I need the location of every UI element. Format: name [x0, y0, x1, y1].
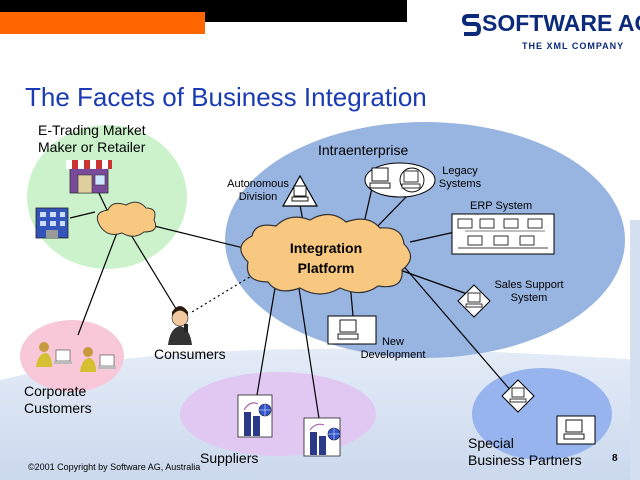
etrading-label-line1: E-Trading Market — [38, 122, 146, 138]
autonomous-label-line1: Autonomous — [227, 178, 289, 190]
logo-name: SOFTWARE AG — [482, 10, 640, 36]
legacy-systems-label: Legacy Systems — [432, 165, 488, 191]
suppliers-label: Suppliers — [200, 450, 259, 466]
copyright-text: ©2001 Copyright by Software AG, Australi… — [28, 462, 201, 472]
sales-support-label: Sales Support System — [486, 279, 572, 305]
integration-platform-line1: Integration — [289, 240, 363, 256]
integration-platform-line2: Platform — [297, 260, 355, 276]
partner-computer-icon-1 — [501, 379, 535, 413]
corporate-customers-region — [20, 320, 124, 392]
special-label-line2: Business Partners — [468, 452, 582, 468]
logo-tagline: THE XML COMPANY — [522, 41, 625, 51]
supplier-factory-icon-1 — [237, 394, 273, 438]
logo-s-icon — [462, 14, 482, 36]
new-development-icon — [327, 315, 377, 345]
corporate-label-line1: Corporate — [24, 383, 87, 399]
erp-system-label: ERP System — [470, 200, 533, 212]
integration-platform-cloud — [240, 213, 412, 295]
intraenterprise-region — [225, 122, 625, 358]
storefront-icon — [66, 160, 112, 194]
consumer-person-icon — [168, 306, 192, 345]
autonomous-division-icon — [281, 174, 319, 207]
trading-network-cloud — [96, 201, 157, 237]
partner-computer-icon-2 — [556, 415, 596, 445]
special-partners-label: Special Business Partners — [468, 435, 582, 469]
autonomous-label-line2: Division — [238, 191, 278, 203]
integration-platform-label: Integration Platform — [270, 238, 382, 278]
new-development-label: New Development — [350, 336, 436, 362]
software-ag-logo: SOFTWARE AG THE XML COMPANY — [462, 8, 640, 60]
legacy-label-line2: Systems — [438, 178, 482, 190]
sales-support-icon — [457, 284, 491, 318]
etrading-label-line2: Maker or Retailer — [38, 139, 146, 155]
page-title: The Facets of Business Integration — [25, 82, 427, 112]
legacy-systems-icon — [364, 162, 436, 198]
corporate-users-icon — [36, 342, 116, 372]
sales-label-line1: Sales Support — [494, 279, 564, 291]
newdev-label-line1: New — [381, 336, 404, 348]
legacy-label-line1: Legacy — [442, 165, 478, 177]
supplier-factory-icon-2 — [303, 417, 341, 457]
autonomous-division-label: Autonomous Division — [222, 178, 294, 204]
consumers-label: Consumers — [154, 346, 226, 362]
etrading-label: E-Trading Market Maker or Retailer — [38, 122, 146, 156]
special-label-line1: Special — [468, 435, 514, 451]
office-building-icon — [35, 207, 69, 239]
corporate-customers-label: Corporate Customers — [24, 383, 92, 417]
sales-label-line2: System — [510, 292, 548, 304]
newdev-label-line2: Development — [360, 349, 426, 361]
right-edge-band — [630, 220, 640, 480]
intraenterprise-label: Intraenterprise — [318, 142, 409, 158]
erp-system-icon — [451, 213, 555, 255]
corporate-label-line2: Customers — [24, 400, 92, 416]
suppliers-region — [180, 372, 376, 456]
page-number: 8 — [612, 453, 618, 464]
header-orange-bar — [0, 12, 205, 34]
